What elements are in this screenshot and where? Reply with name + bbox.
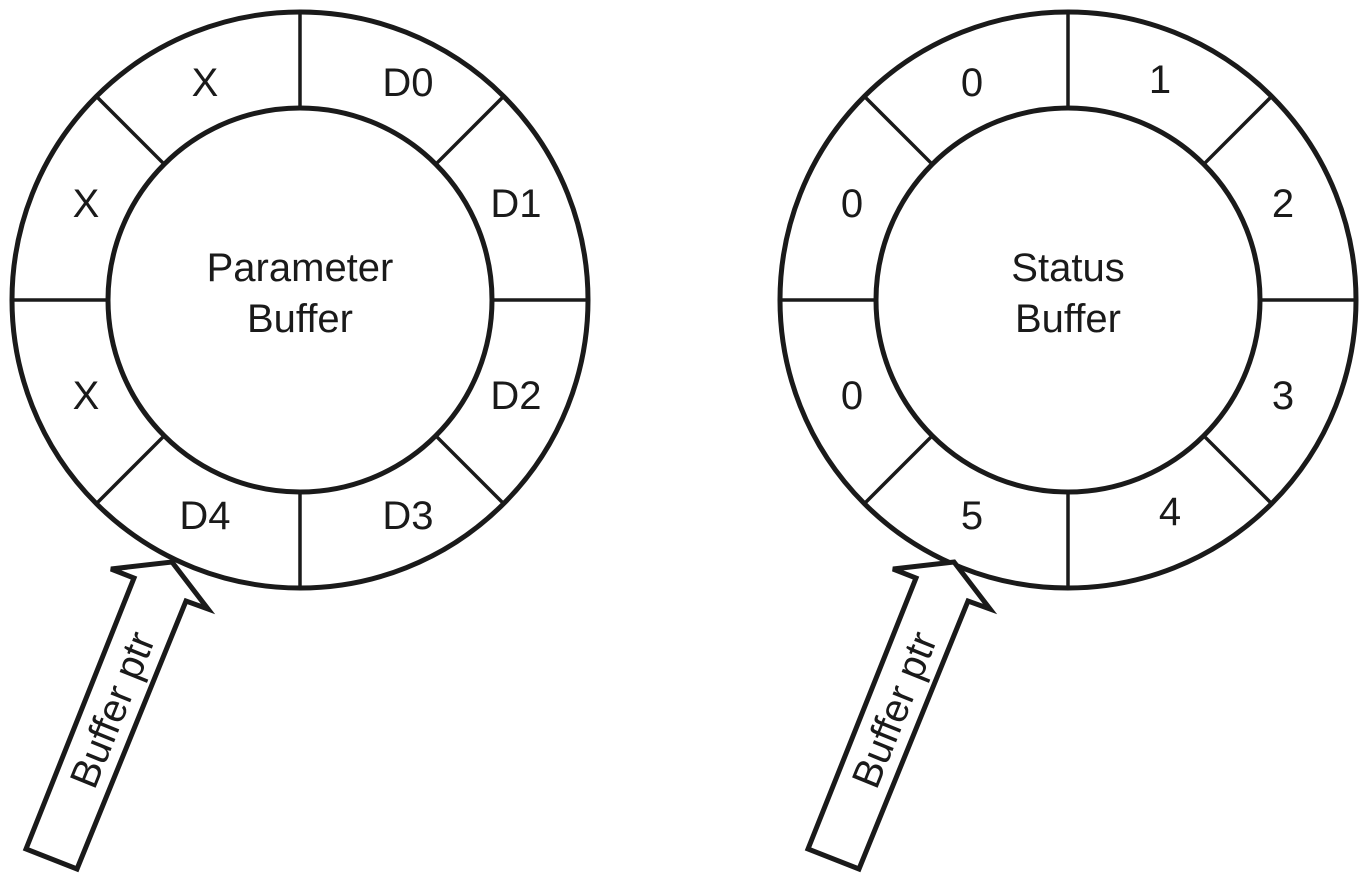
buffer-slot-label: 0: [961, 61, 983, 105]
buffer-slot-label: 1: [1149, 58, 1171, 102]
buffer-slot-label: D0: [382, 61, 433, 105]
buffer-title-line-2: Buffer: [1015, 297, 1121, 341]
slot-divider: [1202, 434, 1273, 505]
buffer-pointer-arrow: [22, 559, 216, 873]
slot-divider: [863, 434, 934, 505]
buffer-slot-label: D3: [382, 494, 433, 538]
parameter-buffer-pointer: Buffer ptr: [22, 559, 216, 873]
buffer-slot-label: D2: [490, 374, 541, 418]
buffer-title-line-1: Parameter: [207, 246, 394, 290]
slot-divider: [95, 434, 166, 505]
buffer-slot-label: D4: [179, 494, 230, 538]
buffer-slot-label: 0: [841, 374, 863, 418]
parameter-buffer-ring: D0 D1 D2 D3 D4 X X X Parameter Buffer: [9, 9, 591, 591]
status-buffer-pointer: Buffer ptr: [804, 559, 998, 873]
buffer-slot-label: X: [192, 61, 219, 105]
buffer-slot-label: 3: [1272, 374, 1294, 418]
buffer-slot-label: D1: [490, 182, 541, 226]
slot-divider: [863, 95, 934, 166]
status-buffer-ring: 1 2 3 4 5 0 0 0 Status Buffer: [777, 9, 1359, 591]
buffer-title-line-2: Buffer: [247, 297, 353, 341]
slot-divider: [1202, 95, 1273, 166]
slot-divider: [434, 434, 505, 505]
buffer-slot-label: 5: [961, 494, 983, 538]
slot-divider: [95, 95, 166, 166]
buffer-pointer-arrow: [804, 559, 998, 873]
buffer-slot-label: 2: [1272, 182, 1294, 226]
slot-divider: [434, 95, 505, 166]
buffer-slot-label: X: [73, 182, 100, 226]
buffer-slot-label: X: [73, 374, 100, 418]
buffer-slot-label: 0: [841, 182, 863, 226]
buffer-slot-label: 4: [1159, 490, 1181, 534]
buffer-title-line-1: Status: [1011, 246, 1124, 290]
